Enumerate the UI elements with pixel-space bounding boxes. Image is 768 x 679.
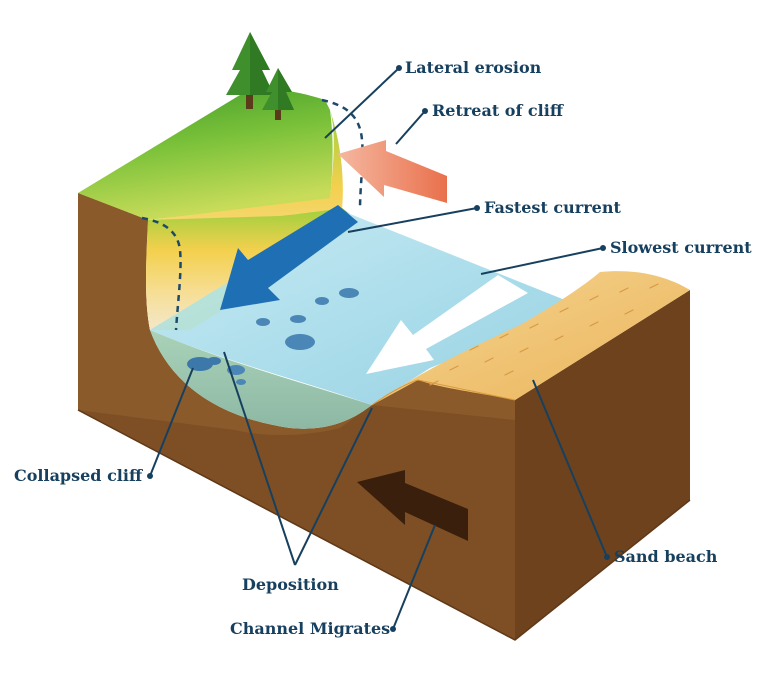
leader-fastest-current [347,207,478,233]
leader-lines [149,67,608,630]
label-collapsed-cliff: Collapsed cliff [14,466,143,485]
label-retreat-of-cliff: Retreat of cliff [432,101,563,120]
front-earth-lower [78,405,515,640]
leader-retreat-of-cliff [395,110,426,145]
earth-block [77,193,691,641]
right-earth-face [515,290,690,640]
white-arrow-icon [366,275,528,374]
leader-dots [147,65,610,632]
sand-texture [429,283,659,386]
brown-arrow-icon [357,470,468,541]
leader-channel-migrates [392,524,436,630]
label-channel-migrates: Channel Migrates [230,619,391,638]
leader-lateral-erosion [324,67,400,139]
label-deposition: Deposition [242,575,339,594]
grass-bank [78,90,333,220]
leader-sand-beach [532,379,608,558]
label-slowest-current: Slowest current [610,238,752,257]
river-surface [150,212,565,405]
blue-arrow-icon [220,205,358,310]
leader-slowest-current [480,247,604,275]
label-fastest-current: Fastest current [484,198,621,217]
leader-deposition-2 [294,407,373,566]
sand-beach-top [372,271,690,405]
leader-collapsed-cliff [149,367,194,477]
label-sand-beach: Sand beach [614,547,718,566]
river-front-water [150,330,372,429]
collapsed-cliff-rocks [187,357,221,371]
pine-tree-icon [226,32,294,120]
label-lateral-erosion: Lateral erosion [405,58,542,77]
leader-deposition-1 [223,351,296,566]
orange-arrow-icon [338,140,447,203]
